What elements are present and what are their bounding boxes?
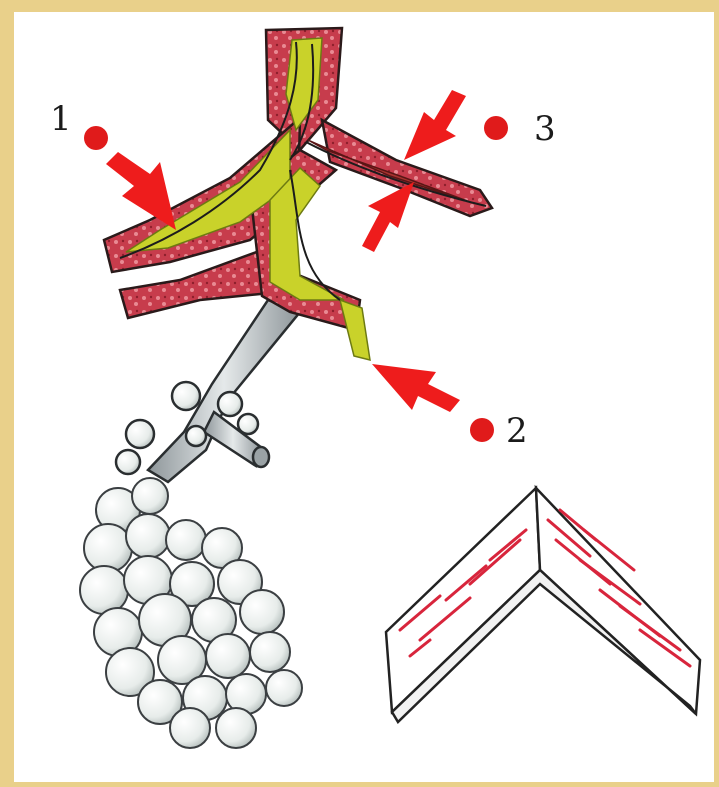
bronchiole [116, 300, 300, 482]
arrow-3-upper [404, 90, 466, 160]
arrow-2 [372, 364, 460, 412]
label-2: 2 [506, 414, 528, 448]
alveoli-cluster [80, 478, 302, 748]
label-3: 3 [534, 112, 556, 146]
label-1: 1 [50, 102, 72, 136]
arrow-3-lower [362, 182, 414, 252]
marker-dot-3 [484, 116, 508, 140]
marker-dot-2 [470, 418, 494, 442]
marker-dot-1 [84, 126, 108, 150]
wall-section [386, 488, 700, 722]
arrow-1 [106, 152, 176, 230]
